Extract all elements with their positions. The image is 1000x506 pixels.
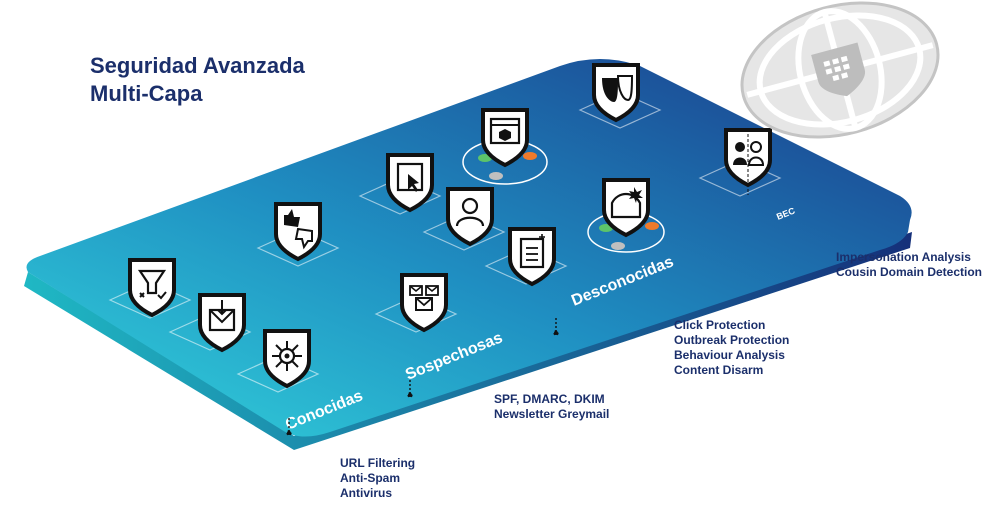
- feature-newsletter-greymail: Newsletter Greymail: [494, 407, 610, 421]
- feature-spf-dmarc-dkim: SPF, DMARC, DKIM: [494, 392, 605, 406]
- feature-content-disarm: Content Disarm: [674, 363, 764, 377]
- feature-behaviour-analysis: Behaviour Analysis: [674, 348, 785, 362]
- feature-anti-spam: Anti-Spam: [340, 471, 400, 485]
- report-icon: [508, 227, 556, 286]
- feature-url-filtering: URL Filtering: [340, 456, 416, 470]
- click-icon: [386, 153, 434, 212]
- feature-antivirus: Antivirus: [340, 486, 393, 500]
- known-features-list: URL Filtering Anti-Spam Antivirus: [340, 456, 415, 501]
- inbox-icon: [198, 293, 246, 352]
- filter-icon: [128, 258, 176, 317]
- title-line-1: Seguridad Avanzada: [90, 53, 305, 78]
- feature-outbreak-protection: Outbreak Protection: [674, 333, 790, 347]
- virus-icon: [263, 329, 311, 388]
- feature-cousin-domain-detection: Cousin Domain Detection: [836, 265, 983, 279]
- envelopes-icon: [400, 273, 448, 332]
- unknown-features-list: Click Protection Outbreak Protection Beh…: [674, 318, 789, 378]
- disarm-icon: [602, 178, 650, 237]
- bec-people-icon: [724, 128, 772, 195]
- user-search-icon: [446, 187, 494, 246]
- browser-sandbox-icon: [481, 108, 529, 167]
- page-title: Seguridad Avanzada Multi-Capa: [90, 52, 305, 108]
- suspicious-features-list: SPF, DMARC, DKIM Newsletter Greymail: [494, 392, 609, 422]
- title-line-2: Multi-Capa: [90, 81, 203, 106]
- feature-click-protection: Click Protection: [674, 318, 766, 332]
- feature-impersonation-analysis: Impersonation Analysis: [836, 250, 971, 264]
- globe-logo-icon: [740, 1, 940, 139]
- thumbs-icon: [274, 202, 322, 261]
- masks-icon: [592, 63, 640, 122]
- bec-features-list: Impersonation Analysis Cousin Domain Det…: [836, 250, 982, 280]
- leader-lines: [286, 318, 559, 436]
